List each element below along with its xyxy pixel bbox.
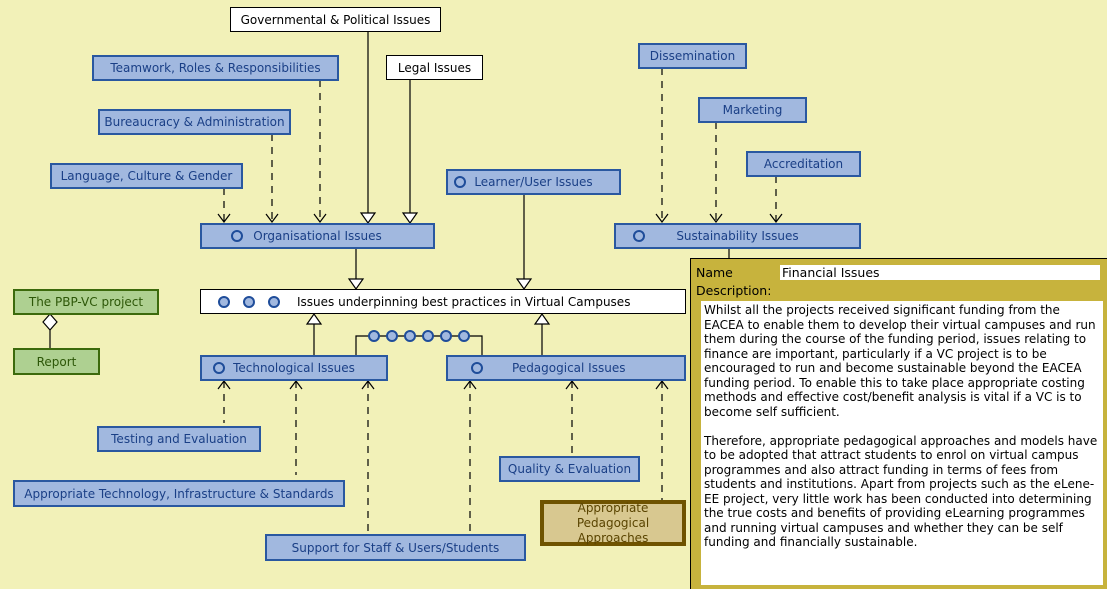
node-label: Issues underpinning best practices in Vi…	[297, 294, 631, 309]
node-label: Accreditation	[763, 157, 844, 171]
node-technological[interactable]: Technological Issues	[200, 355, 388, 381]
interface-circle	[404, 330, 416, 342]
node-accreditation[interactable]: Accreditation	[746, 151, 861, 177]
arrowhead	[655, 213, 783, 223]
arrowhead	[305, 312, 323, 325]
node-governmental[interactable]: Governmental & Political Issues	[230, 7, 441, 32]
node-teamwork[interactable]: Teamwork, Roles & Responsibilities	[92, 55, 339, 81]
node-marketing[interactable]: Marketing	[698, 97, 807, 123]
arrowhead	[359, 212, 377, 225]
node-report[interactable]: Report	[13, 348, 100, 375]
node-label: Sustainability Issues	[676, 229, 799, 243]
node-pedagogical[interactable]: Pedagogical Issues	[446, 355, 686, 381]
node-label: Governmental & Political Issues	[240, 12, 431, 27]
node-label: Report	[36, 354, 77, 369]
arrowhead	[515, 278, 533, 291]
arrowhead	[217, 213, 327, 223]
node-label: Quality & Evaluation	[507, 462, 632, 476]
description-label: Description:	[696, 283, 772, 298]
node-label: Bureaucracy & Administration	[104, 115, 285, 129]
edge-tech-peda-link	[355, 335, 483, 355]
description-textarea[interactable]: Whilst all the projects received signifi…	[701, 301, 1103, 585]
interface-circle	[386, 330, 398, 342]
node-support[interactable]: Support for Staff & Users/Students	[265, 534, 526, 561]
interface-circle	[440, 330, 452, 342]
node-central[interactable]: Issues underpinning best practices in Vi…	[200, 289, 686, 314]
node-testing[interactable]: Testing and Evaluation	[97, 426, 261, 452]
node-label: Organisational Issues	[253, 229, 382, 243]
arrowhead	[217, 380, 375, 390]
port-icon	[231, 230, 243, 242]
interface-circle	[368, 330, 380, 342]
node-sustainability[interactable]: Sustainability Issues	[614, 223, 861, 249]
node-label: Teamwork, Roles & Responsibilities	[110, 61, 321, 75]
arrowhead	[347, 278, 365, 291]
node-quality[interactable]: Quality & Evaluation	[499, 456, 640, 482]
port-icon	[218, 295, 230, 308]
port-icon	[213, 362, 225, 374]
node-label: Learner/User Issues	[474, 175, 593, 189]
interface-circle	[458, 330, 470, 342]
node-label: Dissemination	[649, 49, 736, 63]
aggregation-diamond	[42, 313, 58, 331]
port-icon	[243, 295, 255, 308]
port-icon	[633, 230, 645, 242]
properties-popup: Name Financial Issues Description: Whils…	[690, 258, 1107, 589]
node-label: Language, Culture & Gender	[60, 169, 233, 183]
node-organisational[interactable]: Organisational Issues	[200, 223, 435, 249]
node-bureaucracy[interactable]: Bureaucracy & Administration	[98, 109, 291, 135]
node-label: The PBP-VC project	[28, 295, 144, 309]
node-approp-peda[interactable]: Appropriate Pedagogical Approaches	[540, 500, 686, 546]
arrowhead	[463, 380, 669, 390]
node-label: Support for Staff & Users/Students	[291, 540, 500, 555]
node-pbpvc[interactable]: The PBP-VC project	[13, 289, 159, 315]
node-label: Appropriate Pedagogical Approaches	[576, 500, 650, 545]
node-language[interactable]: Language, Culture & Gender	[50, 163, 243, 189]
interface-circle	[422, 330, 434, 342]
node-label: Pedagogical Issues	[512, 361, 626, 375]
node-approp-tech[interactable]: Appropriate Technology, Infrastructure &…	[13, 480, 345, 507]
arrowhead	[533, 312, 551, 325]
node-label: Testing and Evaluation	[111, 432, 247, 446]
node-label: Technological Issues	[233, 361, 355, 375]
port-icon	[268, 295, 280, 308]
node-label: Marketing	[722, 103, 783, 117]
port-icon	[454, 176, 466, 188]
arrowhead	[401, 212, 419, 225]
node-dissemination[interactable]: Dissemination	[638, 43, 747, 69]
node-label: Appropriate Technology, Infrastructure &…	[24, 486, 334, 501]
name-field[interactable]: Financial Issues	[780, 265, 1100, 280]
port-icon	[471, 362, 483, 374]
node-legal[interactable]: Legal Issues	[386, 55, 483, 80]
node-label: Legal Issues	[397, 60, 472, 75]
name-label: Name	[696, 265, 733, 280]
node-learner[interactable]: Learner/User Issues	[446, 169, 621, 195]
